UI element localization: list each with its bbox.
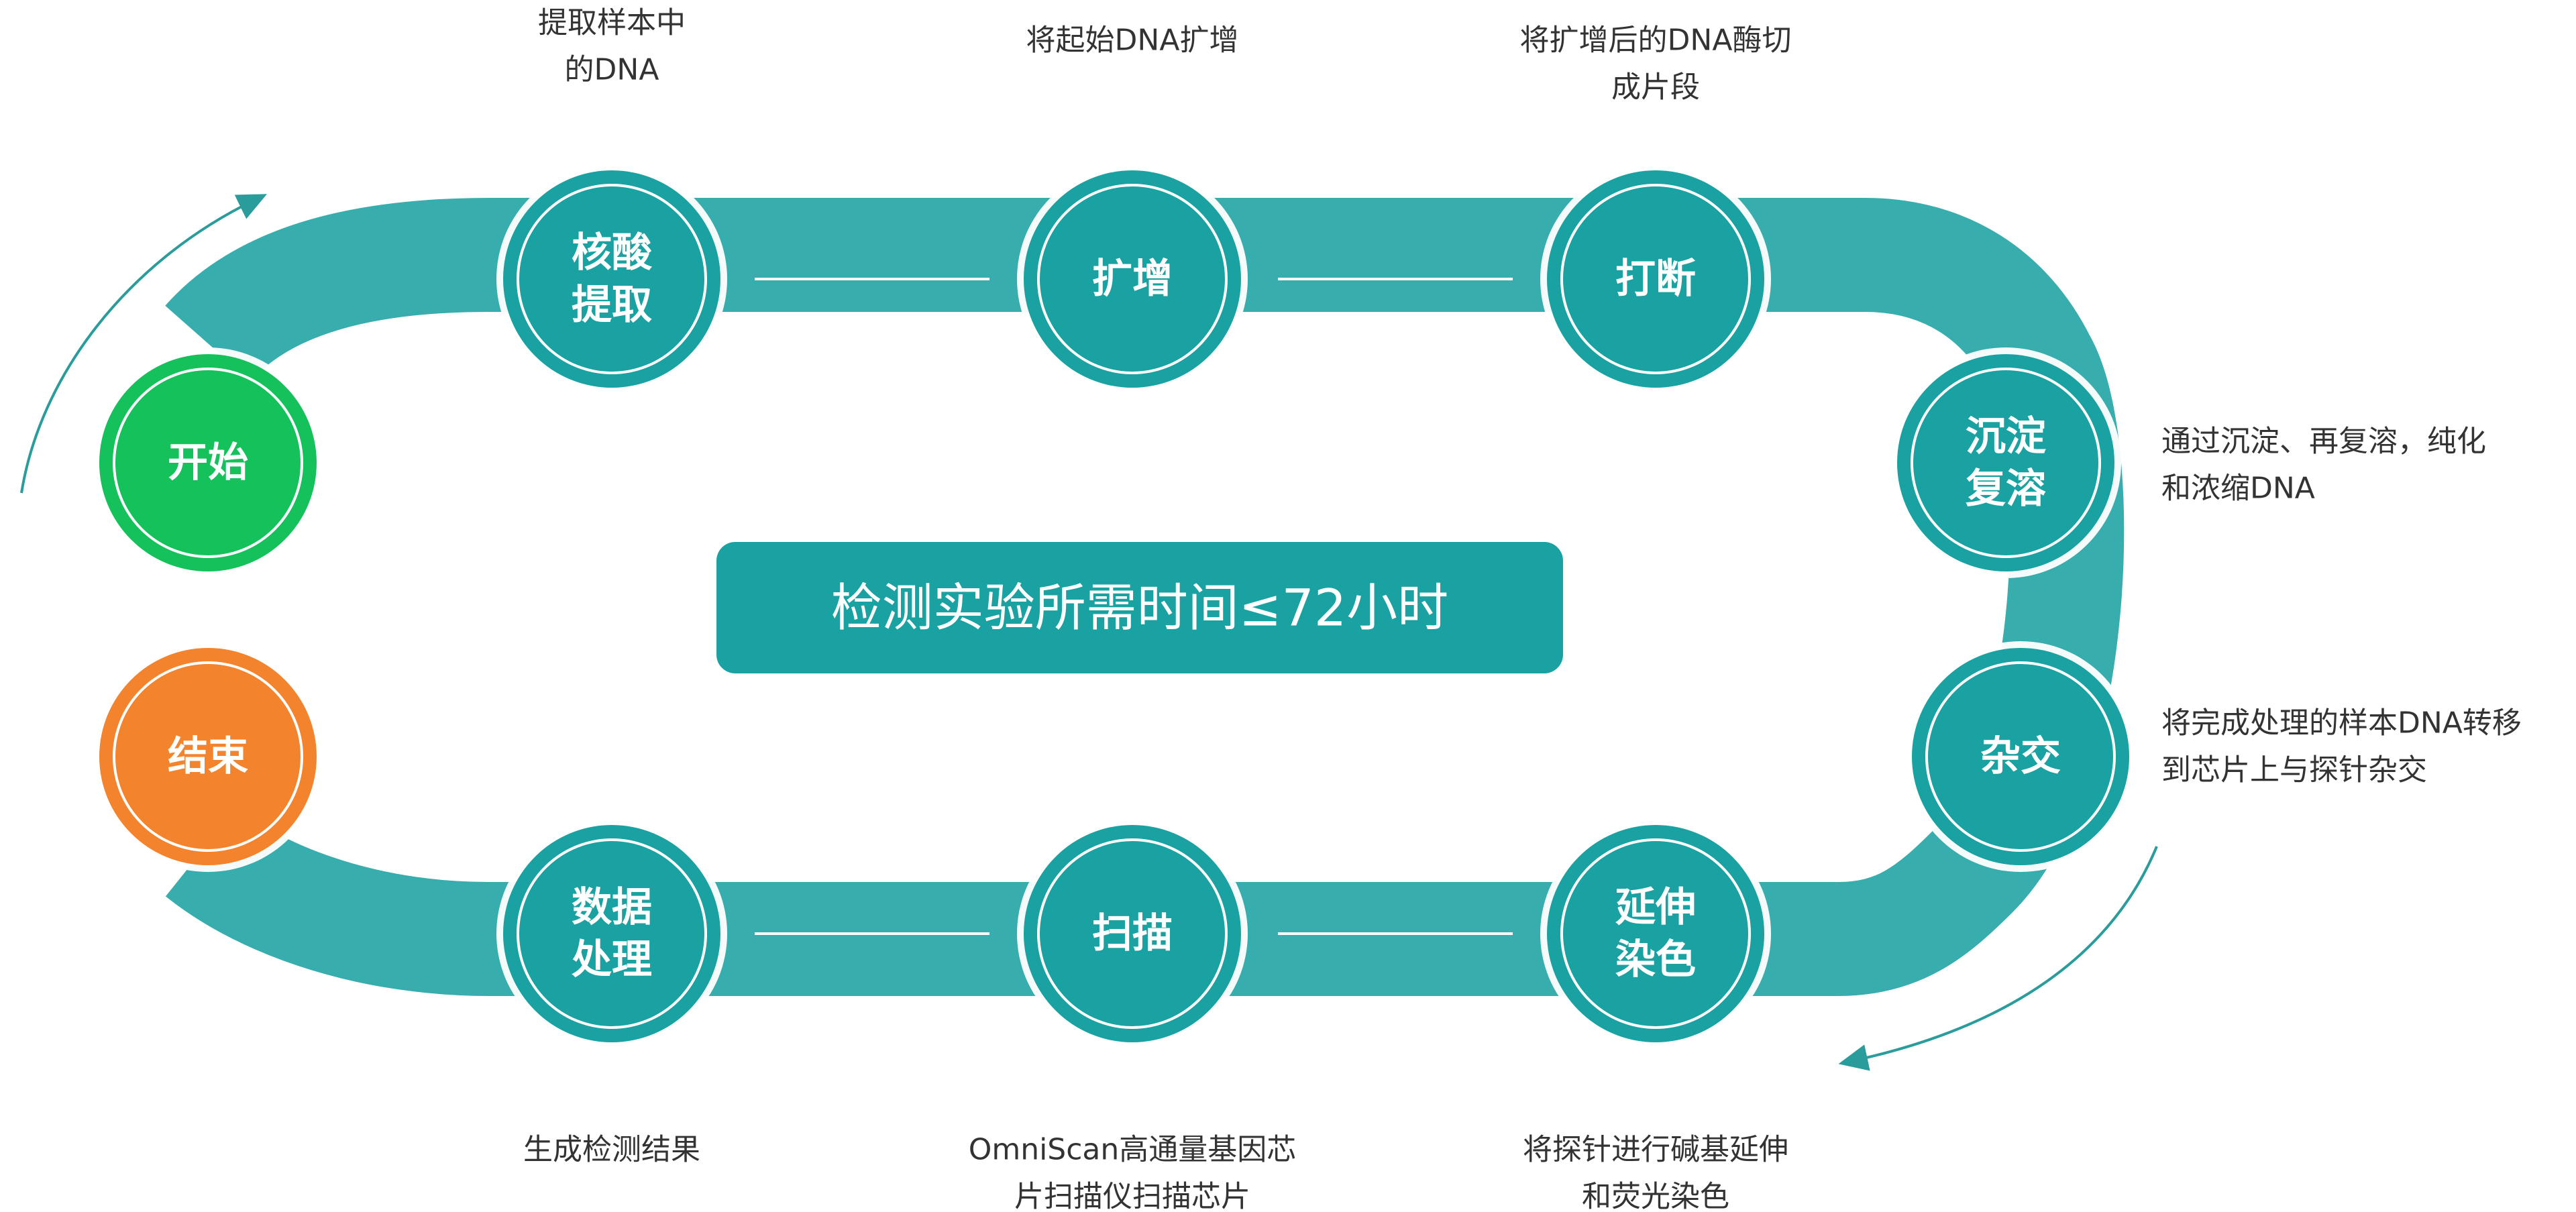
- node-label: 扩增: [1092, 256, 1173, 302]
- node-ring: [517, 184, 707, 374]
- node-circle: [503, 825, 720, 1042]
- node-label: 复溶: [1966, 465, 2046, 512]
- node-circle: [1547, 170, 1764, 388]
- node-ring: [1560, 838, 1751, 1029]
- node-ring: [1037, 184, 1228, 374]
- node-ring: [113, 661, 303, 852]
- node-label: 处理: [572, 936, 652, 983]
- node-label: 杂交: [1980, 733, 2061, 780]
- step-description-precipitate: 通过沉淀、再复溶，纯化: [2161, 425, 2486, 459]
- direction-arrow-up: [20, 194, 267, 494]
- node-circle: [1897, 354, 2114, 571]
- node-label: 数据: [572, 884, 652, 931]
- step-node-amplify: 扩增: [1017, 164, 1248, 394]
- node-ring: [113, 368, 303, 558]
- node-circle: [99, 648, 317, 865]
- step-description-stain: 和荧光染色: [1582, 1180, 1729, 1212]
- step-description-scan: OmniScan高通量基因芯: [969, 1133, 1297, 1167]
- center-banner: [716, 542, 1563, 673]
- center-banner-text: 检测实验所需时间≤72小时: [831, 578, 1448, 638]
- step-description-amplify: 将起始DNA扩增: [1026, 23, 1239, 58]
- step-node-end: 结束: [93, 641, 323, 872]
- step-description-hybridize: 将完成处理的样本DNA转移: [2161, 706, 2522, 740]
- node-label: 沉淀: [1966, 413, 2046, 460]
- step-node-fragment: 打断: [1540, 164, 1771, 394]
- step-description-fragment: 成片段: [1611, 70, 1700, 105]
- step-description-extract: 的DNA: [565, 53, 659, 87]
- node-label: 核酸: [572, 229, 653, 276]
- node-label: 延伸: [1615, 884, 1696, 931]
- step-description-fragment: 将扩增后的DNA酶切: [1520, 23, 1792, 58]
- node-label: 提取: [572, 282, 652, 329]
- node-circle: [1912, 648, 2129, 865]
- step-description-hybridize: 到芯片上与探针杂交: [2161, 753, 2427, 787]
- node-label: 扫描: [1092, 910, 1173, 957]
- step-node-scan: 扫描: [1017, 818, 1248, 1049]
- node-circle: [1024, 825, 1241, 1042]
- node-ring: [517, 838, 707, 1029]
- step-node-start: 开始: [93, 347, 323, 578]
- node-label: 打断: [1615, 256, 1696, 302]
- node-ring: [1925, 661, 2116, 852]
- step-description-stain: 将探针进行碱基延伸: [1523, 1133, 1788, 1167]
- node-ring: [1037, 838, 1228, 1029]
- node-label: 开始: [168, 439, 248, 486]
- node-label: 结束: [168, 733, 248, 780]
- node-label: 染色: [1615, 936, 1696, 983]
- step-description-precipitate: 和浓缩DNA: [2161, 472, 2315, 506]
- step-description-scan: 片扫描仪扫描芯片: [1014, 1180, 1250, 1212]
- step-node-hybridize: 杂交: [1905, 641, 2136, 872]
- node-circle: [99, 354, 317, 571]
- node-circle: [1024, 170, 1241, 388]
- node-ring: [1911, 368, 2101, 558]
- node-circle: [503, 170, 720, 388]
- step-description-extract: 提取样本中: [538, 6, 686, 40]
- node-circle: [1547, 825, 1764, 1042]
- node-ring: [1560, 184, 1751, 374]
- direction-arrow-down: [1838, 846, 2158, 1071]
- step-description-analysis: 生成检测结果: [523, 1133, 700, 1167]
- process-track: [165, 198, 2125, 996]
